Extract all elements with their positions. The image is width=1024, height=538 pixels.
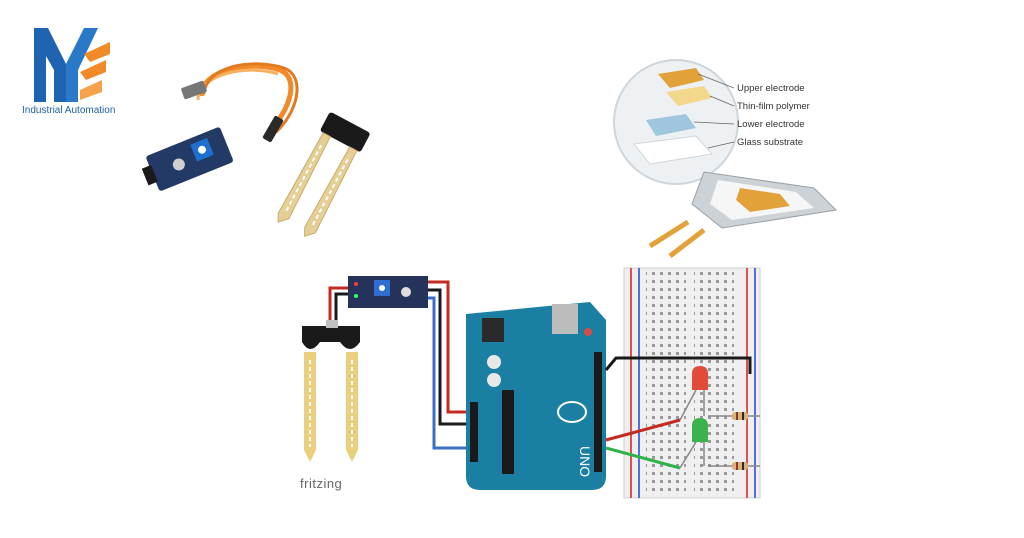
- label-thin-film-polymer: Thin-film polymer: [737, 101, 810, 112]
- fritzing-watermark: fritzing: [300, 476, 342, 491]
- brand-name: Industrial Automation: [22, 105, 116, 116]
- green-led: [679, 418, 708, 469]
- breadboard: [623, 267, 761, 499]
- fritzing-circuit-diagram: fritzing UNO: [300, 267, 761, 499]
- label-lower-electrode: Lower electrode: [737, 119, 805, 130]
- label-glass-substrate: Glass substrate: [737, 137, 803, 148]
- soil-moisture-module-photo: [141, 62, 370, 237]
- sensor-module: [348, 276, 428, 308]
- humidity-sensor-layer-diagram: Upper electrode Thin-film polymer Lower …: [613, 59, 838, 258]
- red-led: [679, 366, 708, 421]
- board-label: UNO: [577, 446, 593, 477]
- soil-probe: fritzing: [300, 320, 360, 491]
- resistor-1: [708, 412, 760, 420]
- label-upper-electrode: Upper electrode: [737, 83, 805, 94]
- industrial-automation-logo: [34, 28, 110, 102]
- arduino-uno-board: UNO: [466, 302, 606, 490]
- resistor-2: [708, 462, 760, 470]
